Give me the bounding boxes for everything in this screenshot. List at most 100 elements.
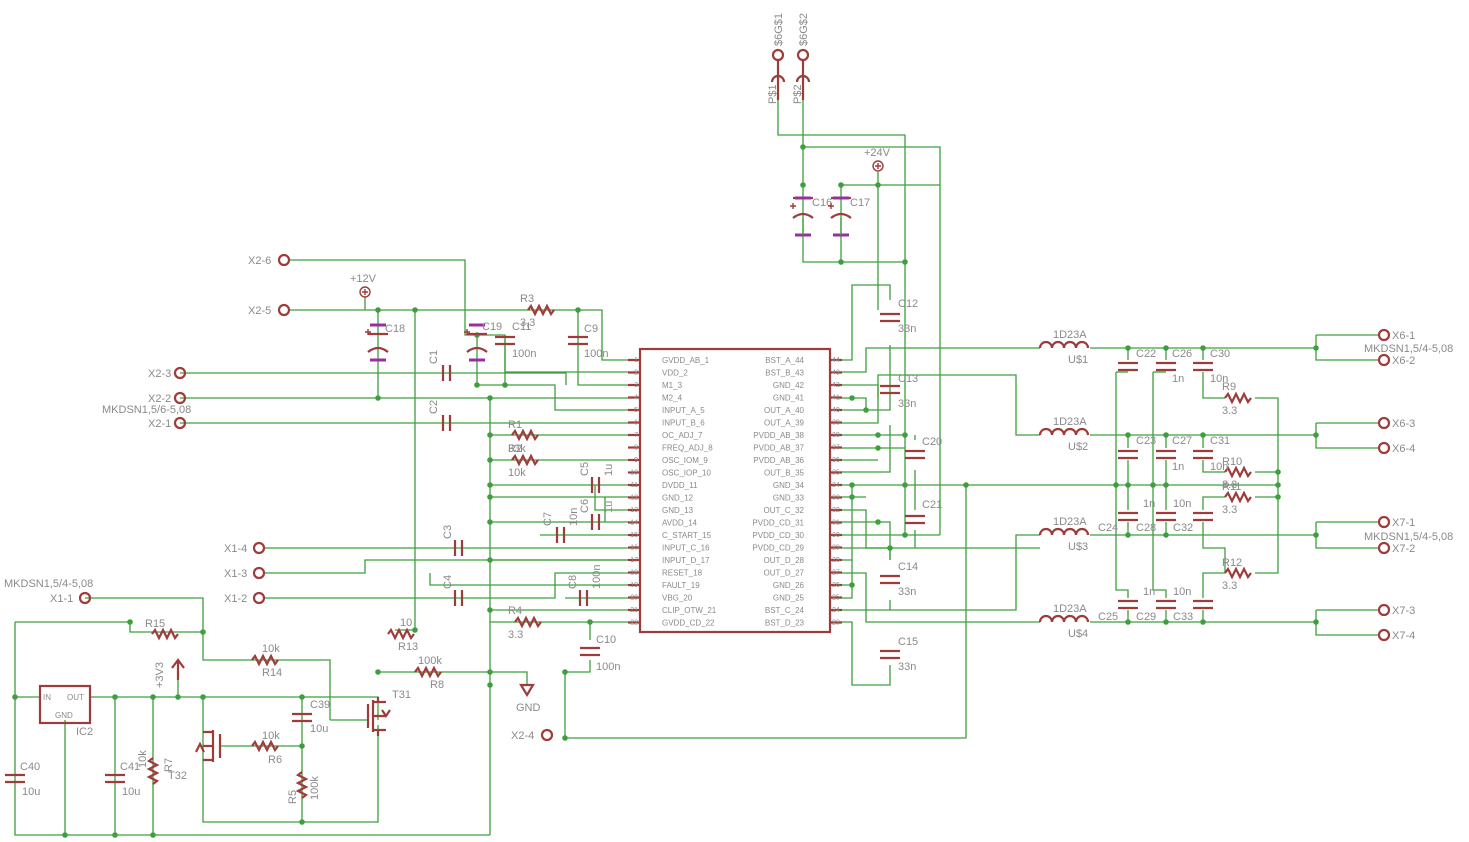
inductors: 1D23A U$1 1D23A U$2 1D23A U$3 1D23A U$4 (1038, 329, 1090, 640)
label-gnd: GND (516, 702, 541, 714)
terminal-x2-3[interactable] (173, 366, 187, 380)
chip-pin-right-number: 23 (832, 620, 840, 627)
chip-pin-left-number: 10 (630, 470, 638, 477)
label-r12-value: 3.3 (1222, 580, 1237, 592)
resistor-r2 (511, 453, 539, 467)
voltage-regulator-ic2: IN OUT GND IC2 (38, 684, 93, 738)
label-c2: C2 (428, 400, 440, 414)
capacitors: C1 C2 C3 C4 C5 1u C6 1u C7 10n C8 100n C… (5, 196, 1230, 798)
label-c41: C41 (120, 761, 140, 773)
terminal-x2-6[interactable] (277, 253, 291, 267)
label-c29-value: 1n (1143, 586, 1155, 598)
chip-pin-right-label: PVDD_AB_37 (753, 444, 804, 453)
chip-pin-right-number: 29 (832, 545, 840, 552)
label-c39: C39 (310, 699, 330, 711)
terminal-x1-1[interactable] (78, 591, 92, 605)
terminal-x2-5[interactable] (277, 303, 291, 317)
chip-pin-right-label: OUT_D_27 (764, 569, 805, 578)
inductor-u1 (1038, 340, 1090, 349)
chip-pin-right-number: 43 (832, 370, 840, 377)
label-c16: C16 (812, 197, 832, 209)
chip-pin-right-number: 24 (832, 607, 840, 614)
terminal-x6-4[interactable] (1377, 441, 1391, 455)
resistor-r10 (1224, 465, 1252, 479)
label-r10-value: 3.3 (1222, 479, 1237, 491)
terminal-x2-4[interactable] (540, 728, 554, 742)
resistor-r3 (527, 303, 555, 317)
terminal-x7-1[interactable] (1377, 515, 1391, 529)
terminal-x1-2[interactable] (252, 591, 266, 605)
wires (14, 100, 1378, 836)
chip-left-pins: GVDD_AB_11VDD_22M1_33M2_44INPUT_A_55INPU… (628, 356, 717, 628)
label-c24: C24 (1098, 522, 1118, 534)
label-r7-value: 10k (137, 750, 149, 768)
chip-pin-right-label: BST_D_23 (765, 619, 805, 628)
capacitor-c12 (880, 312, 900, 323)
label-c8: C8 (567, 575, 579, 589)
chip-pin-left-number: 3 (634, 382, 638, 389)
label-x7-3: X7-3 (1392, 605, 1415, 617)
terminal-x1-3[interactable] (252, 566, 266, 580)
chip-pin-right-label: GND_41 (773, 394, 805, 403)
capacitor-c28 (1156, 511, 1176, 522)
resistor-r8 (414, 665, 442, 679)
label-x6-2: X6-2 (1392, 355, 1415, 367)
resistor-r11 (1224, 490, 1252, 504)
chip-pin-left-number: 20 (630, 595, 638, 602)
label-x2-2: X2-2 (148, 393, 171, 405)
chip-pin-right-number: 27 (832, 570, 840, 577)
resistor-r4 (514, 615, 542, 629)
label-r8: R8 (430, 679, 444, 691)
label-r8-value: 100k (418, 655, 442, 667)
chip-pin-right-label: PVDD_AB_38 (753, 431, 804, 440)
terminal-x1-4[interactable] (252, 541, 266, 555)
label-g2: $6G$2 (798, 13, 810, 46)
terminal-x6-1[interactable] (1377, 328, 1391, 342)
label-x2-5: X2-5 (248, 305, 271, 317)
label-l2: 1D23A (1053, 416, 1087, 428)
terminal-x6-3[interactable] (1377, 416, 1391, 430)
label-c5-value: 1u (603, 464, 615, 476)
label-ic-out: OUT (67, 693, 84, 702)
label-c18: C18 (385, 323, 405, 335)
capacitor-c19: C19 (464, 321, 502, 362)
inductor-u2 (1038, 427, 1090, 436)
chip-pin-left-label: GVDD_CD_22 (662, 619, 715, 628)
label-c28: C28 (1136, 522, 1156, 534)
chip-pin-left-label: FREQ_ADJ_8 (662, 444, 713, 453)
chip-pin-left-number: 21 (630, 607, 638, 614)
label-t32: T32 (168, 770, 187, 782)
label-r3-value: 3,3 (520, 317, 535, 329)
terminal-x2-1[interactable] (173, 416, 187, 430)
label-u4: U$4 (1068, 628, 1088, 640)
label-r4-value: 3.3 (508, 629, 523, 641)
label-r3: R3 (520, 293, 534, 305)
chip-pin-right-number: 42 (832, 382, 840, 389)
resistor-r13 (387, 627, 415, 641)
chip-pin-left-label: OC_ADJ_7 (662, 431, 703, 440)
chip-pin-right-number: 37 (832, 445, 840, 452)
resistor-r12 (1224, 566, 1252, 580)
chip-pin-left-number: 2 (634, 370, 638, 377)
label-c3: C3 (442, 525, 454, 539)
terminal-x7-4[interactable] (1377, 628, 1391, 642)
chip-pin-left-label: GVDD_AB_1 (662, 356, 710, 365)
chip-pin-right-label: PVDD_CD_30 (752, 531, 804, 540)
terminal-x7-2[interactable] (1377, 541, 1391, 555)
capacitor-c31 (1193, 449, 1213, 460)
capacitor-c3 (453, 540, 464, 556)
chip-pin-left-number: 16 (630, 545, 638, 552)
terminal-x7-3[interactable] (1377, 603, 1391, 617)
capacitor-c27 (1156, 449, 1176, 460)
capacitor-c39 (292, 712, 312, 723)
label-ic2: IC2 (76, 726, 93, 738)
terminal-x6-2[interactable] (1377, 353, 1391, 367)
label-x6-3: X6-3 (1392, 418, 1415, 430)
label-c39-value: 10u (310, 723, 328, 735)
terminal-x2-2[interactable] (173, 391, 187, 405)
capacitor-c29 (1156, 599, 1176, 610)
chip-pin-right-label: BST_B_43 (765, 369, 804, 378)
chip-pin-left-number: 11 (631, 482, 638, 489)
chip-pin-right-number: 31 (832, 520, 840, 527)
